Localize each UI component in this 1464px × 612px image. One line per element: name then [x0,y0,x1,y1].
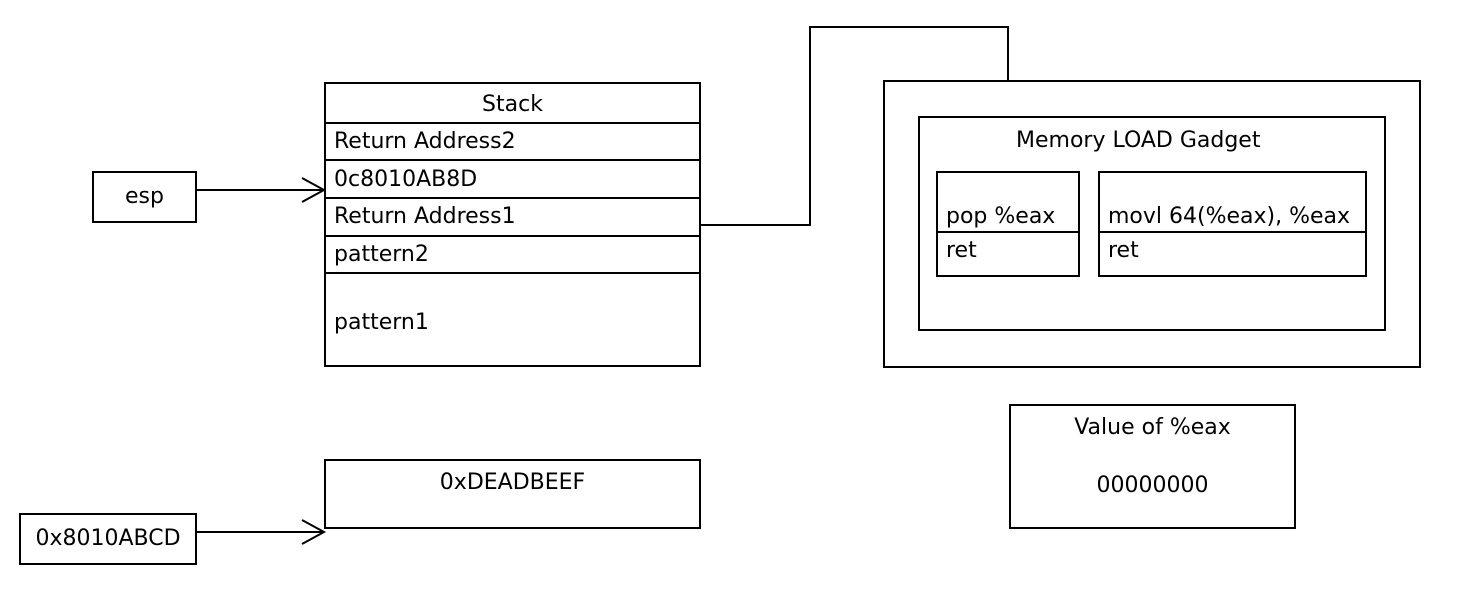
gadget-divider [1100,231,1365,233]
gadget-movl-box: movl 64(%eax), %eax ret [1098,171,1367,277]
gadget-pop-box: pop %eax ret [936,171,1080,277]
address-box: 0x8010ABCD [19,513,197,565]
gadget-movl-instruction: movl 64(%eax), %eax [1108,204,1351,229]
stack-divider [326,159,699,161]
esp-register-box: esp [92,171,197,223]
gadget-title: Memory LOAD Gadget [1016,128,1261,153]
stack-divider [326,122,699,124]
stack-row-pattern1: pattern1 [334,310,429,335]
stack-row-address-value: 0c8010AB8D [334,167,478,192]
stack-box: Stack Return Address2 0c8010AB8D Return … [324,82,701,367]
memory-value-box: 0xDEADBEEF [324,459,701,529]
stack-row-return-address2: Return Address2 [334,129,516,154]
esp-arrowhead [301,177,327,203]
gadget-divider [938,231,1078,233]
address-arrowhead [301,519,327,545]
esp-label: esp [125,184,164,209]
gadget-movl-ret: ret [1108,238,1139,263]
eax-value-box: Value of %eax 00000000 [1009,404,1296,529]
eax-value: 00000000 [1096,473,1209,498]
stack-row-pattern2: pattern2 [334,242,429,267]
gadget-pop-instruction: pop %eax [946,204,1056,229]
stack-title: Stack [482,92,543,117]
stack-divider [326,197,699,199]
memory-value: 0xDEADBEEF [439,470,586,495]
eax-title: Value of %eax [1074,415,1231,440]
stack-divider [326,235,699,237]
address-label: 0x8010ABCD [35,526,181,551]
stack-row-return-address1: Return Address1 [334,204,516,229]
gadget-pop-ret: ret [946,238,977,263]
stack-divider [326,272,699,274]
